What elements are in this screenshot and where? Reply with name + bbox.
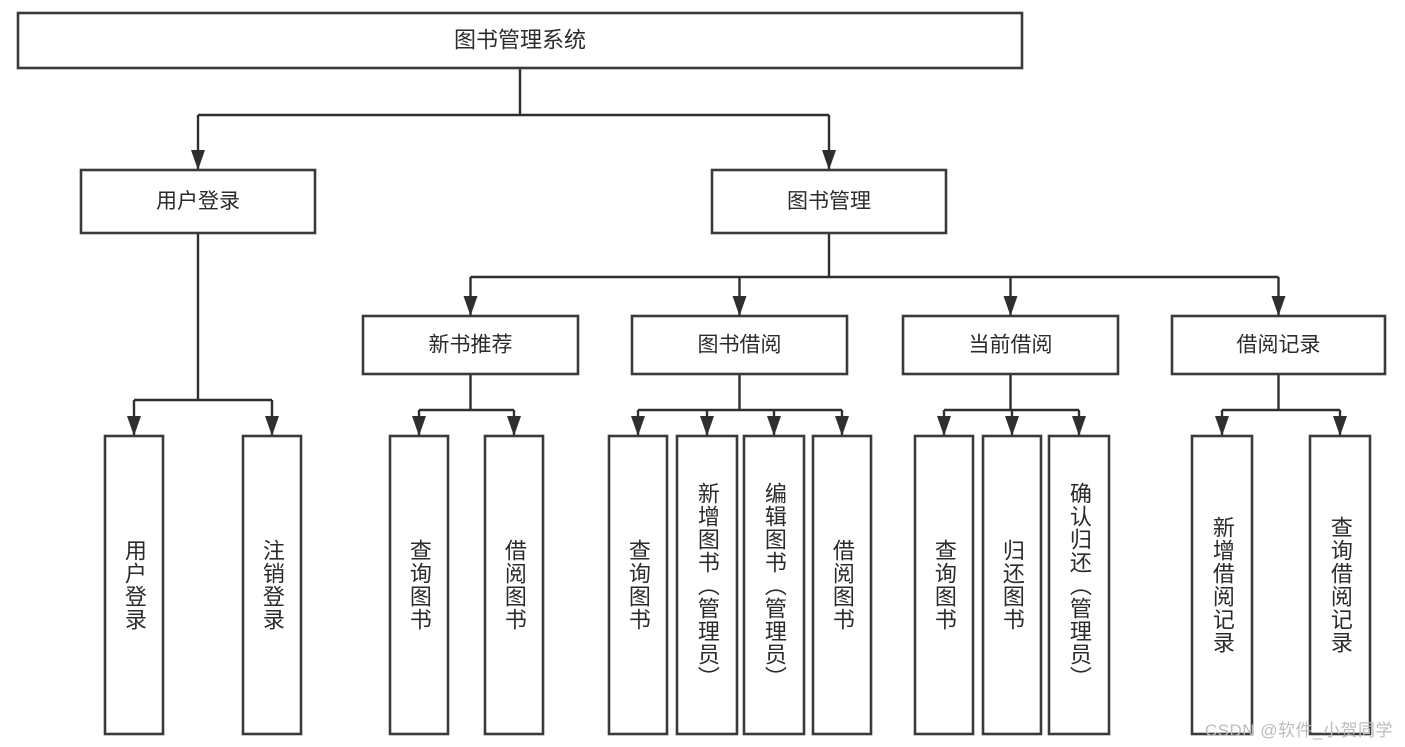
- leaf-node-12-rect: [1308, 434, 1372, 736]
- arrow-head-icon: [1271, 296, 1286, 316]
- arrow-head-icon: [700, 416, 714, 436]
- arrow-head-icon: [463, 296, 478, 316]
- leaf-node-7-rect: [811, 434, 873, 736]
- level3-node-1[interactable]: 图书借阅: [630, 314, 849, 376]
- level3-node-3-label: 借阅记录: [1237, 334, 1321, 357]
- leaf-node-2[interactable]: [388, 434, 450, 736]
- level3-node-0-label: 新书推荐: [429, 334, 513, 357]
- watermark: CSDN @软件_小贺同学: [1204, 721, 1393, 740]
- leaf-node-5[interactable]: [675, 434, 739, 736]
- level3-node-2-rect: [901, 314, 1120, 376]
- level2-node-1-rect: [710, 168, 948, 235]
- leaf-node-6[interactable]: [742, 434, 806, 736]
- leaf-node-4-rect: [607, 434, 669, 736]
- level3-node-0-rect: [361, 314, 580, 376]
- root-node-图书管理系统-label: 图书管理系统: [454, 27, 586, 52]
- leaf-node-3-rect: [483, 434, 545, 736]
- arrow-head-icon: [1072, 416, 1086, 436]
- arrow-head-icon: [127, 416, 141, 436]
- leaf-node-0[interactable]: [103, 434, 165, 736]
- level3-node-0[interactable]: 新书推荐: [361, 314, 580, 376]
- leaf-node-9[interactable]: [981, 434, 1043, 736]
- root-node-图书管理系统[interactable]: 图书管理系统: [16, 11, 1024, 70]
- leaf-node-7[interactable]: [811, 434, 873, 736]
- arrow-head-icon: [835, 416, 849, 436]
- arrow-head-icon: [507, 416, 521, 436]
- level2-node-0[interactable]: 用户登录: [79, 168, 317, 235]
- level3-node-2[interactable]: 当前借阅: [901, 314, 1120, 376]
- leaf-node-6-rect: [742, 434, 806, 736]
- leaf-node-10-rect: [1047, 434, 1111, 736]
- root-node-图书管理系统-rect: [16, 11, 1024, 70]
- leaf-node-10[interactable]: [1047, 434, 1111, 736]
- arrow-head-icon: [265, 416, 279, 436]
- level3-node-3-rect: [1170, 314, 1387, 376]
- arrow-head-icon: [767, 416, 781, 436]
- leaf-node-11[interactable]: [1190, 434, 1254, 736]
- leaf-node-0-rect: [103, 434, 165, 736]
- leaf-node-11-rect: [1190, 434, 1254, 736]
- level3-node-3[interactable]: 借阅记录: [1170, 314, 1387, 376]
- leaf-node-1[interactable]: [241, 434, 303, 736]
- leaf-node-5-rect: [675, 434, 739, 736]
- arrow-head-icon: [191, 150, 205, 170]
- arrow-head-icon: [1005, 416, 1019, 436]
- level3-node-1-label: 图书借阅: [698, 334, 782, 357]
- arrow-head-icon: [412, 416, 426, 436]
- arrow-head-icon: [1333, 416, 1347, 436]
- level3-node-1-rect: [630, 314, 849, 376]
- level2-node-1[interactable]: 图书管理: [710, 168, 948, 235]
- arrow-head-icon: [1003, 296, 1018, 316]
- leaf-node-4[interactable]: [607, 434, 669, 736]
- arrow-head-icon: [1215, 416, 1229, 436]
- leaf-node-8[interactable]: [913, 434, 975, 736]
- leaf-node-9-rect: [981, 434, 1043, 736]
- arrow-head-icon: [822, 150, 836, 170]
- level3-node-2-label: 当前借阅: [969, 334, 1053, 357]
- leaf-node-8-rect: [913, 434, 975, 736]
- level2-node-1-label: 图书管理: [787, 190, 871, 213]
- arrow-head-icon: [937, 416, 951, 436]
- level2-node-0-label: 用户登录: [156, 190, 240, 213]
- level2-node-0-rect: [79, 168, 317, 235]
- arrow-head-icon: [732, 296, 747, 316]
- arrow-head-icon: [631, 416, 645, 436]
- leaf-node-2-rect: [388, 434, 450, 736]
- leaf-node-1-rect: [241, 434, 303, 736]
- leaf-node-12[interactable]: [1308, 434, 1372, 736]
- leaf-node-3[interactable]: [483, 434, 545, 736]
- connectors-layer: [127, 68, 1347, 436]
